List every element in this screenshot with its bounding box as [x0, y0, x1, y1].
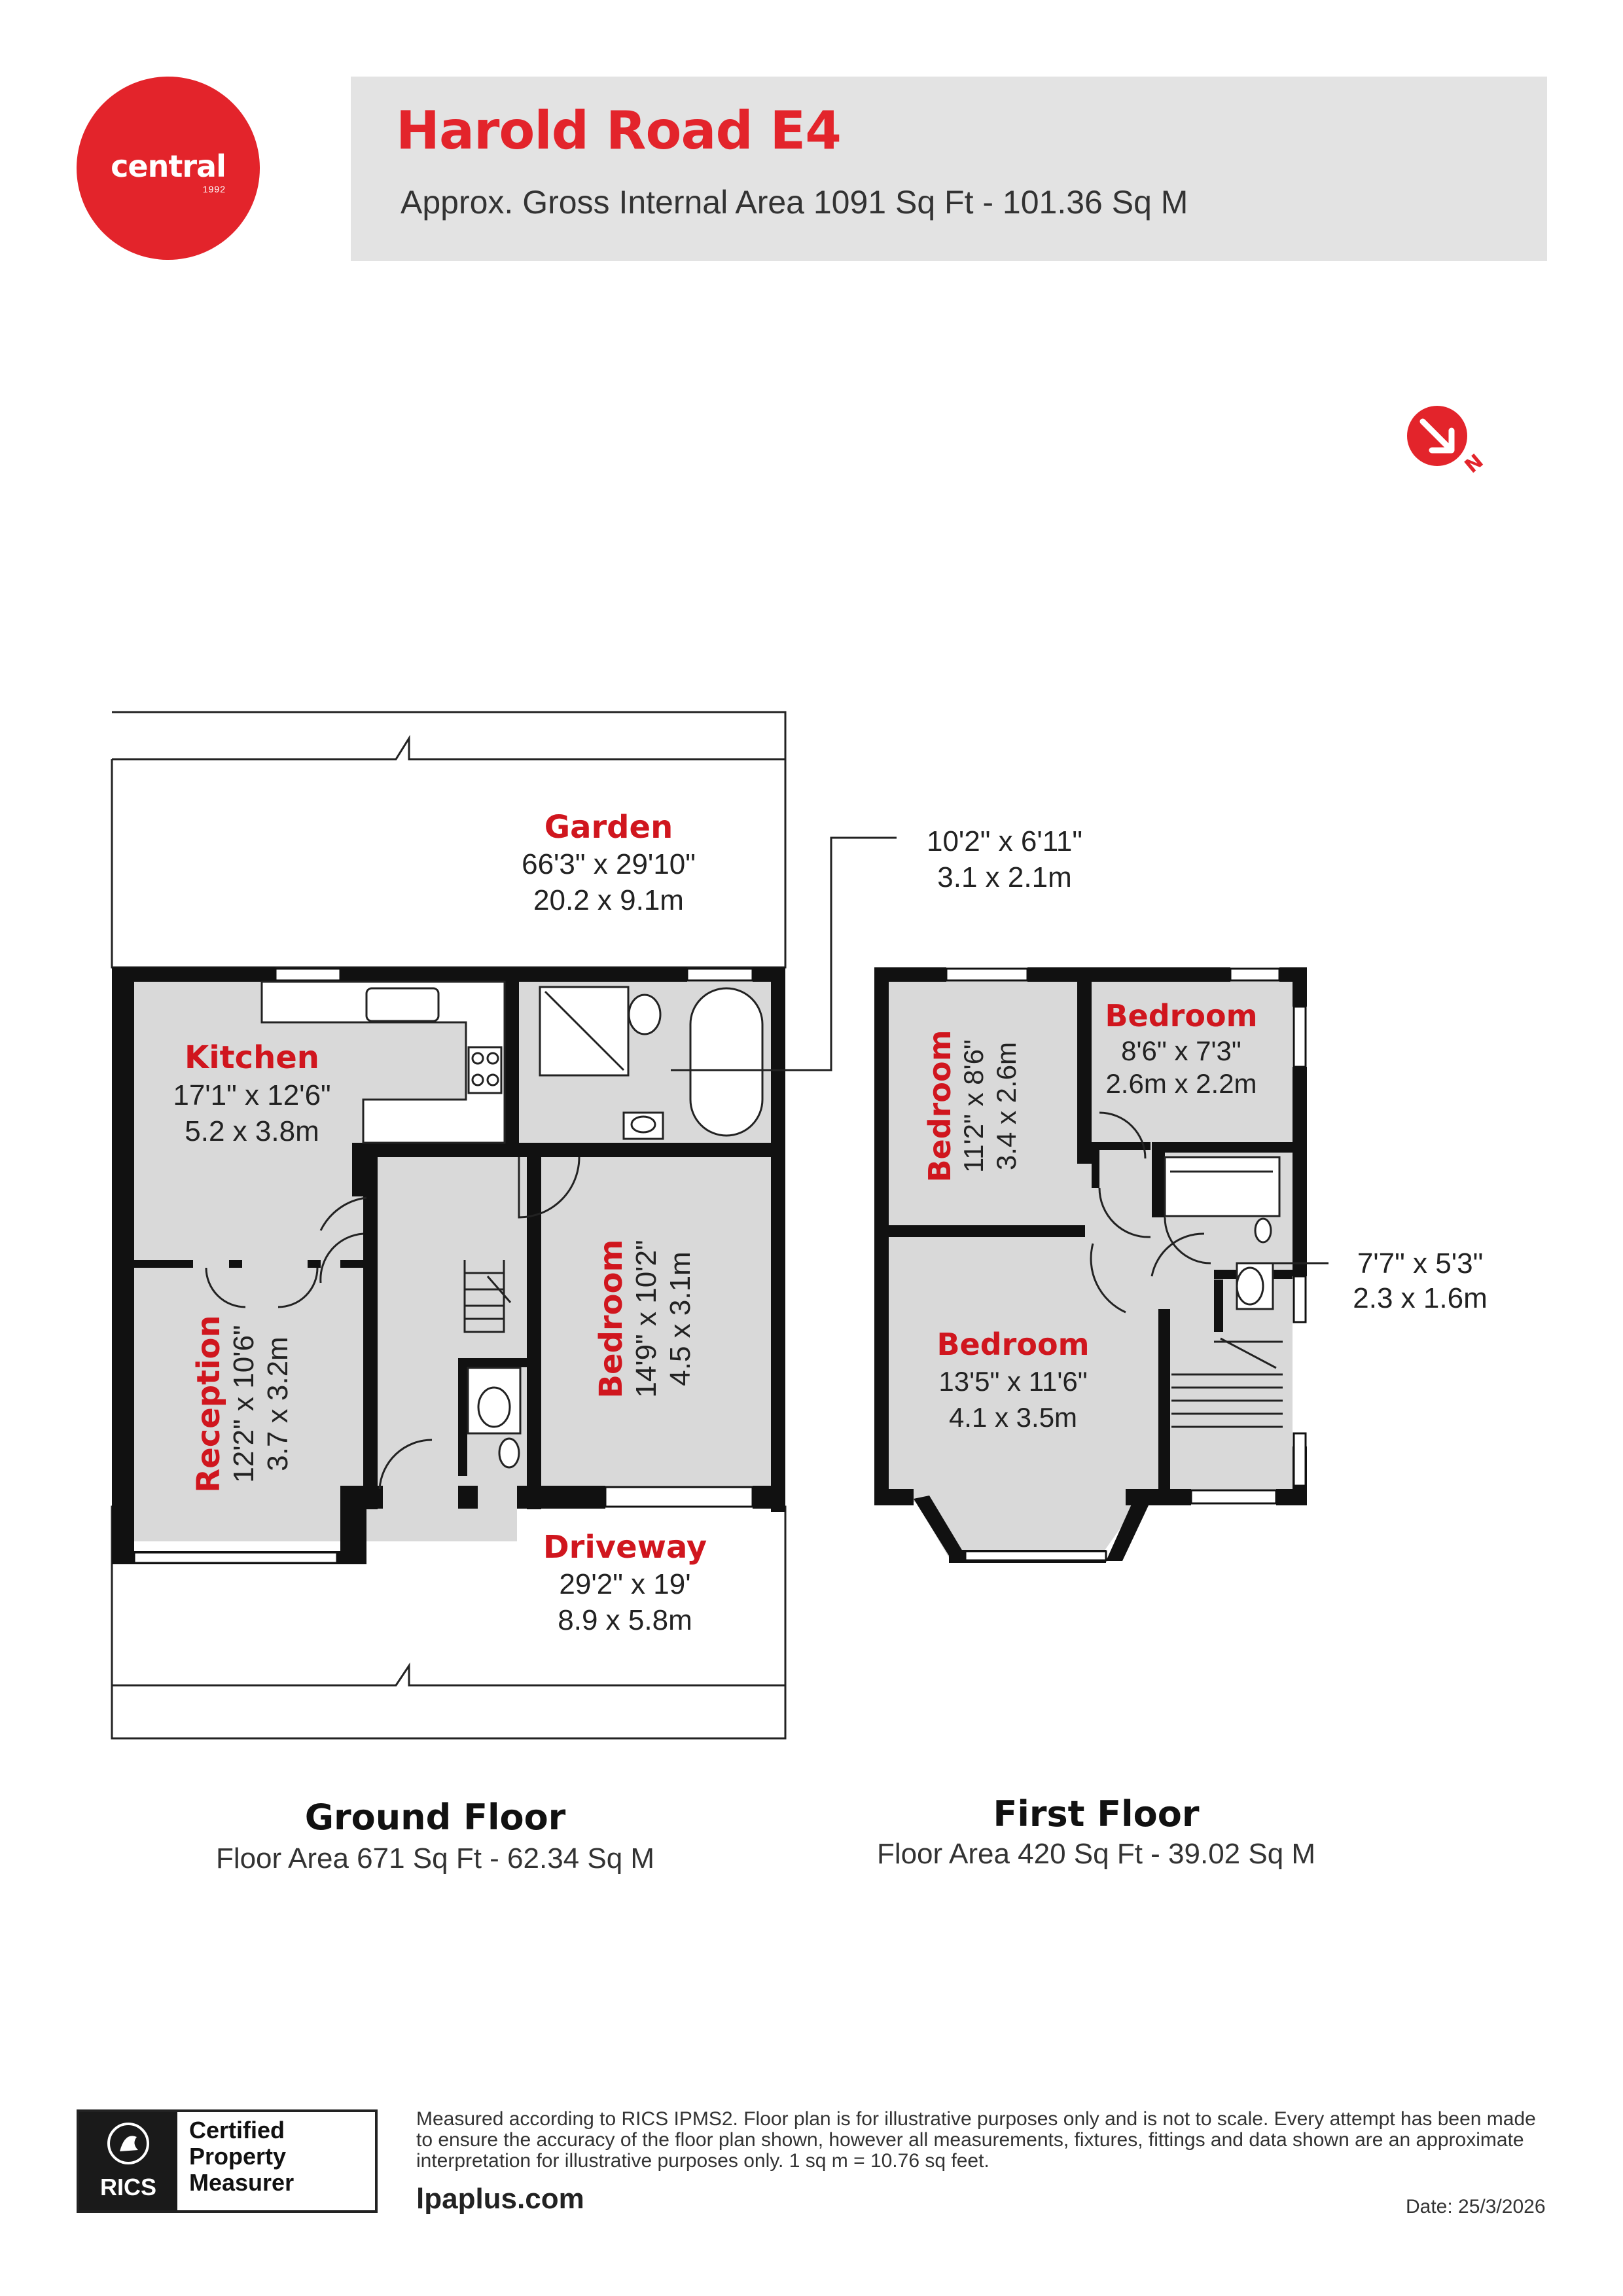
ground-doors-stairs [205, 1157, 580, 1490]
ff-front-bedroom-label: Bedroom [936, 1327, 1089, 1362]
first-floor-area: Floor Area 420 Sq Ft - 39.02 Sq M [876, 1838, 1316, 1870]
first-floor-fittings [1164, 1156, 1281, 1310]
first-floor-fill [887, 978, 1293, 1558]
garden-label: Garden [544, 809, 673, 846]
logo-year: 1992 [202, 184, 226, 194]
kitchen-label: Kitchen [185, 1039, 319, 1076]
kitchen-fittings [260, 980, 506, 1144]
rics-logo: RICS [79, 2112, 177, 2210]
leader-lines [671, 836, 1329, 1265]
ground-bathroom-imperial: 10'2" x 6'11" [927, 825, 1082, 857]
badge-line-2: Property [189, 2143, 287, 2170]
ff-right-bedroom-metric: 2.6m x 2.2m [1105, 1068, 1257, 1099]
ff-left-bedroom-imperial: 11'2" x 8'6" [958, 1039, 989, 1173]
badge-text: Certified Property Measurer [189, 2117, 294, 2196]
badge-line-3: Measurer [189, 2169, 294, 2196]
garden-imperial: 66'3" x 29'10" [522, 848, 696, 880]
ground-bedroom-imperial: 14'9" x 10'2" [630, 1240, 662, 1397]
logo-wordmark: central [111, 149, 226, 184]
header-banner [351, 77, 1547, 261]
ff-left-bedroom-label: Bedroom [922, 1030, 957, 1182]
kitchen-metric: 5.2 x 3.8m [185, 1115, 319, 1147]
rics-wordmark: RICS [99, 2174, 156, 2200]
reception-label: Reception [190, 1315, 227, 1492]
ground-floor-area: Floor Area 671 Sq Ft - 62.34 Sq M [215, 1842, 655, 1874]
driveway-imperial: 29'2" x 19' [559, 1568, 690, 1600]
garden-boundary [111, 711, 787, 969]
reception-imperial: 12'2" x 10'6" [228, 1325, 260, 1482]
ff-front-bedroom-metric: 4.1 x 3.5m [949, 1402, 1077, 1433]
ground-floor-title: Ground Floor [304, 1797, 566, 1838]
page-title: Harold Road E4 [396, 100, 842, 161]
north-arrow-icon: N [1407, 406, 1484, 478]
kitchen-imperial: 17'1" x 12'6" [173, 1079, 330, 1111]
ground-bedroom-metric: 4.5 x 3.1m [664, 1251, 696, 1386]
rics-lion-icon [107, 2123, 149, 2164]
ff-right-bedroom-imperial: 8'6" x 7'3" [1121, 1035, 1241, 1066]
ground-bathroom-fittings [467, 986, 764, 1469]
garden-metric: 20.2 x 9.1m [533, 884, 684, 916]
driveway-label: Driveway [543, 1529, 707, 1566]
first-floor-walls [874, 967, 1307, 1563]
ff-bathroom-imperial: 7'7" x 5'3" [1357, 1247, 1483, 1280]
gross-area-subtitle: Approx. Gross Internal Area 1091 Sq Ft -… [401, 184, 1188, 221]
ground-floor-walls [112, 967, 785, 1564]
first-floor-windows [945, 967, 1307, 1562]
company-logo: central 1992 [77, 77, 260, 260]
first-floor-title: First Floor [993, 1793, 1200, 1835]
rics-certified-badge: RICS Certified Property Measurer [77, 2109, 378, 2213]
disclaimer-text: Measured according to RICS IPMS2. Floor … [416, 2108, 1536, 2172]
ground-floor-windows [133, 967, 754, 1564]
first-floor-doors-stairs [1090, 1111, 1283, 1428]
driveway-metric: 8.9 x 5.8m [558, 1604, 692, 1636]
ff-right-bedroom-label: Bedroom [1105, 998, 1257, 1033]
plan-date: Date: 25/3/2026 [1406, 2196, 1546, 2217]
ff-bathroom-metric: 2.3 x 1.6m [1353, 1282, 1487, 1314]
room-labels: Garden 66'3" x 29'10" 20.2 x 9.1m Kitche… [173, 809, 1487, 1636]
ff-left-bedroom-metric: 3.4 x 2.6m [991, 1042, 1022, 1170]
badge-line-1: Certified [189, 2117, 285, 2144]
ground-bedroom-label: Bedroom [593, 1239, 630, 1398]
reception-metric: 3.7 x 3.2m [262, 1336, 294, 1471]
ff-front-bedroom-imperial: 13'5" x 11'6" [938, 1366, 1087, 1397]
ground-bathroom-metric: 3.1 x 2.1m [937, 861, 1071, 893]
website-link[interactable]: lpaplus.com [416, 2183, 584, 2215]
